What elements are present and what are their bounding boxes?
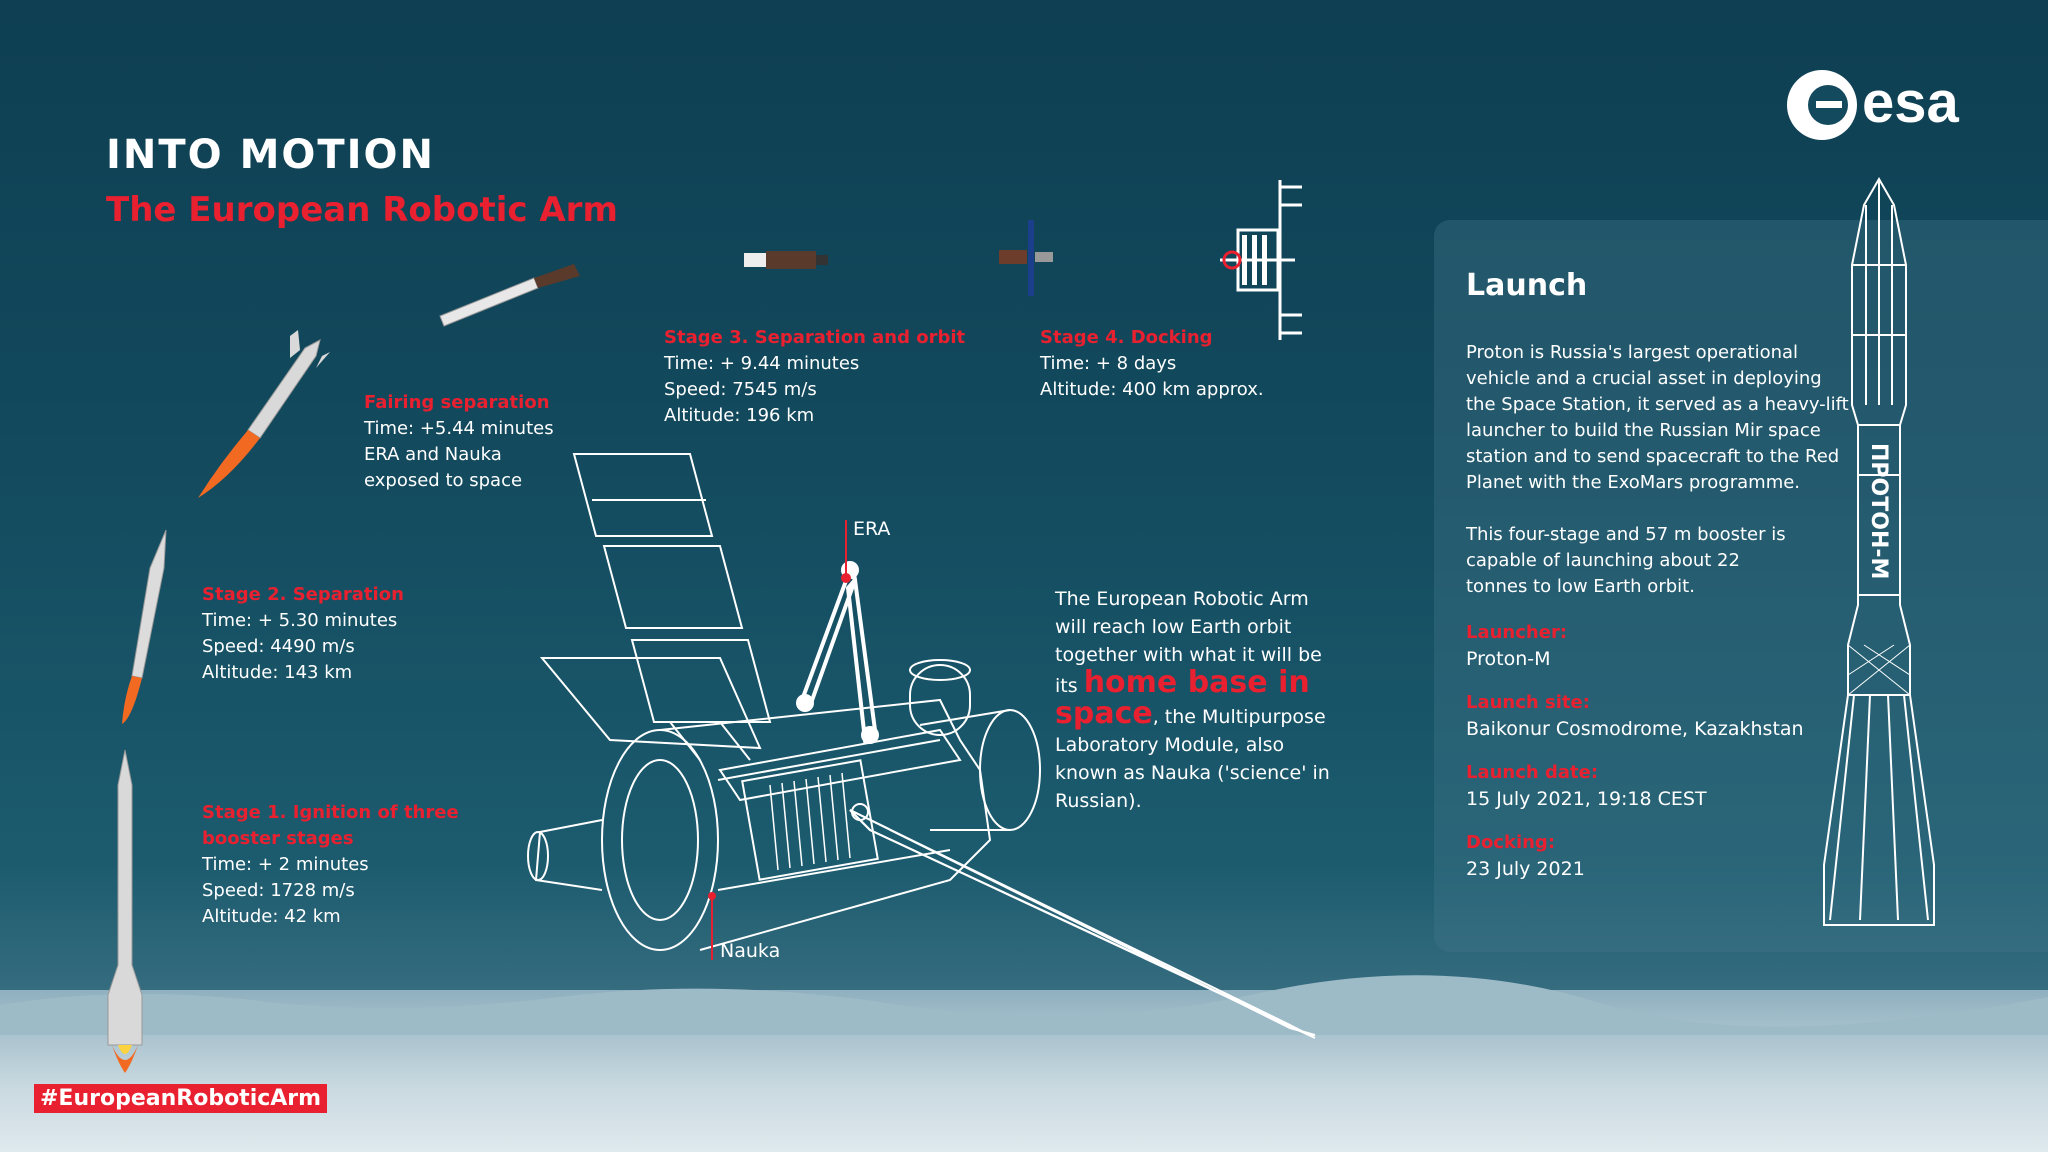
launch-panel [1434, 220, 2048, 952]
fairing-heading: Fairing separation [364, 392, 550, 413]
launch-heading: Launch [1466, 268, 1588, 303]
launch-field-date: Launch date: 15 July 2021, 19:18 CEST [1466, 760, 1856, 812]
stage4-altitude: Altitude: 400 km approx. [1040, 379, 1264, 400]
quote-line-1: The European Robotic Arm [1055, 588, 1309, 610]
stage1-info: Stage 1. Ignition of three booster stage… [202, 800, 459, 930]
space-station-icon [1220, 180, 1302, 340]
stage2-time: Time: + 5.30 minutes [202, 610, 398, 631]
stage3-info: Stage 3. Separation and orbit Time: + 9.… [664, 325, 965, 429]
field-label: Docking: [1466, 832, 1556, 853]
nauka-label: Nauka [720, 940, 781, 962]
launch-field-docking: Docking: 23 July 2021 [1466, 830, 1856, 882]
fairing-line2: ERA and Nauka [364, 444, 502, 465]
page-subtitle: The European Robotic Arm [106, 190, 618, 230]
launch-field-launcher: Launcher: Proton-M [1466, 620, 1856, 672]
field-label: Launch date: [1466, 762, 1599, 783]
esa-logo-mark: esa [1787, 70, 1960, 140]
rocket-fairing-icon [198, 330, 330, 498]
field-value: 15 July 2021, 19:18 CEST [1466, 788, 1707, 810]
rocket-label: ПРОТОН-М [1866, 443, 1891, 579]
stage4-info: Stage 4. Docking Time: + 8 days Altitude… [1040, 325, 1264, 403]
stage1-altitude: Altitude: 42 km [202, 906, 341, 927]
proton-rocket-diagram: ПРОТОН-М [1823, 176, 1935, 926]
hashtag-badge: #EuropeanRoboticArm [34, 1084, 328, 1113]
field-label: Launch site: [1466, 692, 1590, 713]
esa-logo: esa [1786, 68, 1982, 146]
rocket-stage2-icon [122, 529, 167, 724]
stage2-altitude: Altitude: 143 km [202, 662, 353, 683]
rocket-upper-stage-icon [439, 264, 580, 327]
stage4-spacecraft-icon [999, 220, 1053, 296]
quote-line-2: will reach low Earth orbit [1055, 616, 1292, 638]
stage3-heading: Stage 3. Separation and orbit [664, 327, 966, 348]
stage1-heading: Stage 1. Ignition of three [202, 802, 459, 823]
quote-its: its [1055, 675, 1078, 697]
stage1-speed: Speed: 1728 m/s [202, 880, 355, 901]
esa-logo-text: esa [1862, 70, 1960, 135]
stage4-time: Time: + 8 days [1040, 353, 1177, 374]
stage2-speed: Speed: 4490 m/s [202, 636, 355, 657]
stage3-spacecraft-icon [744, 251, 828, 269]
era-description: The European Robotic Arm will reach low … [1055, 585, 1345, 815]
launch-para-1: Proton is Russia's largest operational v… [1466, 342, 1849, 493]
stage3-speed: Speed: 7545 m/s [664, 379, 817, 400]
cloud-horizon [0, 975, 2048, 1035]
quote-line-3: together with what it will be [1055, 644, 1322, 666]
nauka-module-diagram [527, 453, 1316, 1039]
fairing-time: Time: +5.44 minutes [364, 418, 554, 439]
field-value: Proton-M [1466, 648, 1551, 670]
stage1-time: Time: + 2 minutes [202, 854, 369, 875]
stage3-time: Time: + 9.44 minutes [664, 353, 860, 374]
field-value: 23 July 2021 [1466, 858, 1585, 880]
stage2-info: Stage 2. Separation Time: + 5.30 minutes… [202, 582, 404, 686]
stage3-altitude: Altitude: 196 km [664, 405, 815, 426]
stage2-heading: Stage 2. Separation [202, 584, 404, 605]
quote-highlight: home base in space [1055, 665, 1310, 731]
page-title: INTO MOTION [106, 132, 436, 178]
field-value: Baikonur Cosmodrome, Kazakhstan [1466, 718, 1804, 740]
fairing-line3: exposed to space [364, 470, 523, 491]
launch-para-2: This four-stage and 57 m booster is capa… [1466, 524, 1786, 597]
stage1-heading-cont: booster stages [202, 828, 354, 849]
launch-field-site: Launch site: Baikonur Cosmodrome, Kazakh… [1466, 690, 1856, 742]
stage4-heading: Stage 4. Docking [1040, 327, 1213, 348]
rocket-stage1-icon [107, 749, 143, 1073]
era-label: ERA [853, 518, 891, 540]
fairing-info: Fairing separation Time: +5.44 minutes E… [364, 390, 554, 494]
field-label: Launcher: [1466, 622, 1568, 643]
launch-description: Proton is Russia's largest operational v… [1466, 340, 1856, 882]
quote-rest: , the Multipurpose Laboratory Module, al… [1055, 706, 1330, 812]
